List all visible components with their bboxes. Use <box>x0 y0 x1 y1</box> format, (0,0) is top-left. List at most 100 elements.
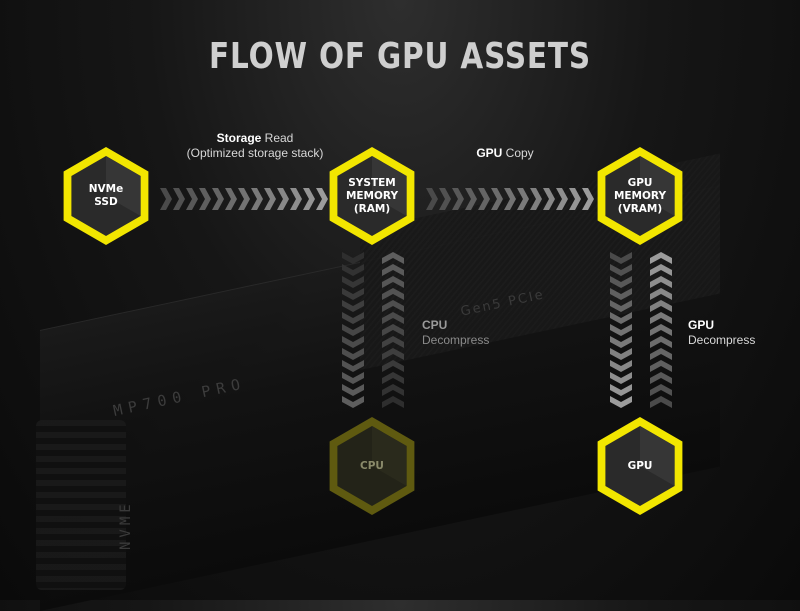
cpu-down-chevron <box>342 288 364 300</box>
cpu-up-chevron <box>382 312 404 324</box>
gpu-down-chevron <box>610 396 632 408</box>
cpu-hexagon <box>329 417 415 515</box>
gpu-memory-label: GPU MEMORY (VRAM) <box>613 176 667 215</box>
gpu-down-chevron <box>610 288 632 300</box>
gpu-down-chevron <box>610 324 632 336</box>
nvme-ssd-hexagon <box>63 147 149 245</box>
cpu-down-chevron <box>342 324 364 336</box>
storage-read-chevron <box>225 188 237 210</box>
gpu-decompress-up-arrow <box>650 252 672 408</box>
cpu-down-chevron <box>342 300 364 312</box>
storage-read-chevron <box>316 188 328 210</box>
cpu-down-chevron <box>342 348 364 360</box>
storage-read-label: Storage Read (Optimized storage stack) <box>160 131 350 161</box>
gpu-hexagon <box>597 417 683 515</box>
gpu-copy-chevron <box>452 188 464 210</box>
gpu-copy-chevron <box>478 188 490 210</box>
gpu-down-chevron <box>610 276 632 288</box>
cpu-decompress-label: CPU Decompress <box>422 318 542 348</box>
storage-read-chevron <box>264 188 276 210</box>
ssd-interface-text: NVME <box>118 500 134 550</box>
gpu-down-chevron <box>610 300 632 312</box>
gpu-up-chevron <box>650 312 672 324</box>
storage-read-chevron <box>199 188 211 210</box>
gpu-copy-label: GPU Copy <box>440 146 570 161</box>
gpu-copy-arrow <box>426 188 594 210</box>
cpu-up-chevron <box>382 336 404 348</box>
gpu-copy-chevron <box>439 188 451 210</box>
gpu-up-chevron <box>650 300 672 312</box>
gpu-memory-hex-shade <box>640 156 675 216</box>
gpu-decompress-down-arrow <box>610 252 632 408</box>
gpu-down-chevron <box>610 360 632 372</box>
gpu-copy-chevron <box>517 188 529 210</box>
cpu-up-chevron <box>382 276 404 288</box>
cpu-down-chevron <box>342 384 364 396</box>
storage-read-bold: Storage <box>216 131 262 145</box>
gpu-copy-chevron <box>582 188 594 210</box>
cpu-up-chevron <box>382 324 404 336</box>
gpu-up-chevron <box>650 396 672 408</box>
gpu-copy-chevron <box>465 188 477 210</box>
cpu-down-chevron <box>342 336 364 348</box>
gpu-copy-chevron <box>504 188 516 210</box>
cpu-down-chevron <box>342 264 364 276</box>
gpu-up-chevron <box>650 264 672 276</box>
cpu-decompress-up-arrow <box>382 252 404 408</box>
cpu-up-chevron <box>382 396 404 408</box>
cpu-down-chevron <box>342 312 364 324</box>
node-system-memory: SYSTEM MEMORY (RAM) <box>322 146 422 246</box>
cpu-up-chevron <box>382 288 404 300</box>
storage-read-chevron <box>290 188 302 210</box>
gpu-copy-chevron <box>556 188 568 210</box>
cpu-up-chevron <box>382 252 404 264</box>
storage-read-chevron <box>238 188 250 210</box>
cpu-down-chevron <box>342 252 364 264</box>
diagram-title: FLOW OF GPU ASSETS <box>209 36 591 77</box>
gpu-label: GPU <box>627 459 653 472</box>
nvme-ssd-label: NVMe SSD <box>88 183 124 208</box>
gpu-memory-hexagon <box>597 147 683 245</box>
gpu-decompress-line2: Decompress <box>688 333 756 347</box>
node-nvme-ssd: NVMe SSD <box>56 146 156 246</box>
gpu-up-chevron <box>650 324 672 336</box>
gpu-down-chevron <box>610 312 632 324</box>
cpu-up-chevron <box>382 372 404 384</box>
gpu-up-chevron <box>650 384 672 396</box>
cpu-down-chevron <box>342 360 364 372</box>
cpu-up-chevron <box>382 348 404 360</box>
node-gpu: GPU <box>590 416 690 516</box>
gpu-down-chevron <box>610 252 632 264</box>
cpu-label: CPU <box>360 459 384 472</box>
storage-read-chevron <box>303 188 315 210</box>
gpu-copy-bold: GPU <box>476 146 503 160</box>
cpu-up-chevron <box>382 264 404 276</box>
gpu-copy-chevron <box>543 188 555 210</box>
gpu-copy-chevron <box>426 188 438 210</box>
gpu-down-chevron <box>610 336 632 348</box>
storage-read-sub: (Optimized storage stack) <box>186 146 324 160</box>
gpu-up-chevron <box>650 348 672 360</box>
cpu-down-chevron <box>342 396 364 408</box>
gpu-decompress-label: GPU Decompress <box>688 318 788 348</box>
storage-read-chevron <box>186 188 198 210</box>
storage-read-chevron <box>212 188 224 210</box>
storage-read-chevron <box>160 188 172 210</box>
storage-read-rest: Read <box>261 131 294 145</box>
gpu-down-chevron <box>610 264 632 276</box>
system-memory-hexagon <box>329 147 415 245</box>
gpu-copy-chevron <box>530 188 542 210</box>
gpu-copy-rest: Copy <box>502 146 534 160</box>
gpu-up-chevron <box>650 336 672 348</box>
cpu-up-chevron <box>382 384 404 396</box>
cpu-decompress-down-arrow <box>342 252 364 408</box>
gpu-decompress-line1: GPU <box>688 318 715 332</box>
ssd-fan <box>36 420 126 590</box>
gpu-down-chevron <box>610 348 632 360</box>
gpu-up-chevron <box>650 252 672 264</box>
gpu-copy-chevron <box>569 188 581 210</box>
cpu-decompress-line1: CPU <box>422 318 448 332</box>
nvme-ssd-hex-shade <box>106 156 141 216</box>
system-memory-label: SYSTEM MEMORY (RAM) <box>345 176 399 215</box>
